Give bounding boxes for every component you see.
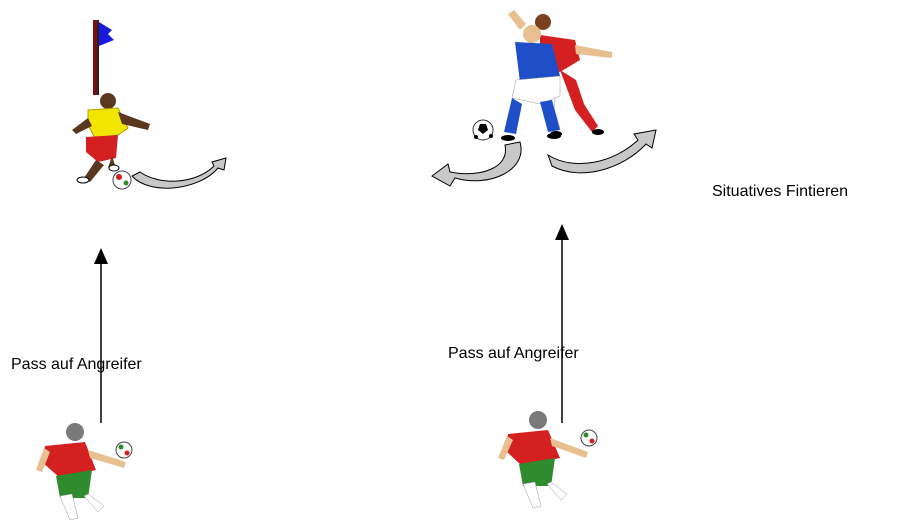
ball-icon xyxy=(580,429,598,447)
pass-arrowhead-left xyxy=(94,248,108,264)
ball-icon xyxy=(112,170,132,190)
curved-arrow-right xyxy=(547,129,657,174)
duel-players xyxy=(501,10,612,141)
pass-arrowhead-right xyxy=(555,224,569,240)
passer-left xyxy=(36,423,126,521)
ball-icon xyxy=(115,441,133,459)
diagram-title: Situatives Fintieren xyxy=(712,183,849,200)
corner-flag-icon xyxy=(93,20,114,95)
passer-right xyxy=(498,411,588,509)
pass-label-left: Pass auf Angreifer xyxy=(11,356,142,373)
curved-arrow-right xyxy=(131,157,227,189)
pass-label-right: Pass auf Angreifer xyxy=(448,345,579,362)
curved-arrow-left xyxy=(431,141,522,187)
attacker-yellow-player xyxy=(72,93,150,184)
ball-icon xyxy=(472,119,494,141)
